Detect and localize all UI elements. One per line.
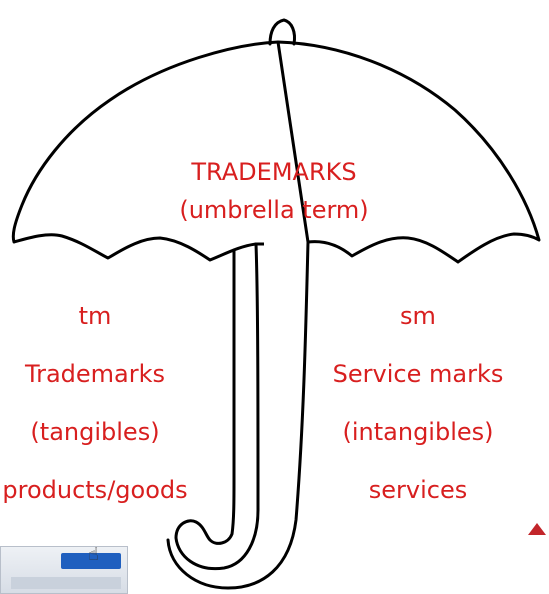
left-name: Trademarks bbox=[24, 360, 166, 388]
right-name: Service marks bbox=[332, 360, 504, 388]
right-symbol: sm bbox=[400, 302, 436, 330]
umbrella-canopy bbox=[11, 40, 541, 264]
left-examples: products/goods bbox=[2, 476, 188, 504]
right-examples: services bbox=[368, 476, 468, 504]
left-kind: (tangibles) bbox=[30, 418, 160, 446]
product-package-image bbox=[61, 553, 121, 569]
right-kind: (intangibles) bbox=[342, 418, 494, 446]
product-package-base bbox=[11, 577, 121, 589]
hand-pointer-icon: ☝ bbox=[88, 544, 99, 565]
triangle-up-icon[interactable] bbox=[528, 523, 546, 535]
left-symbol: tm bbox=[78, 302, 112, 330]
title-line-2: (umbrella term) bbox=[179, 196, 369, 224]
umbrella-knob bbox=[268, 18, 296, 46]
title-line-1: TRADEMARKS bbox=[191, 158, 357, 186]
umbrella-handle bbox=[166, 240, 310, 590]
product-thumbnail[interactable] bbox=[0, 546, 128, 594]
